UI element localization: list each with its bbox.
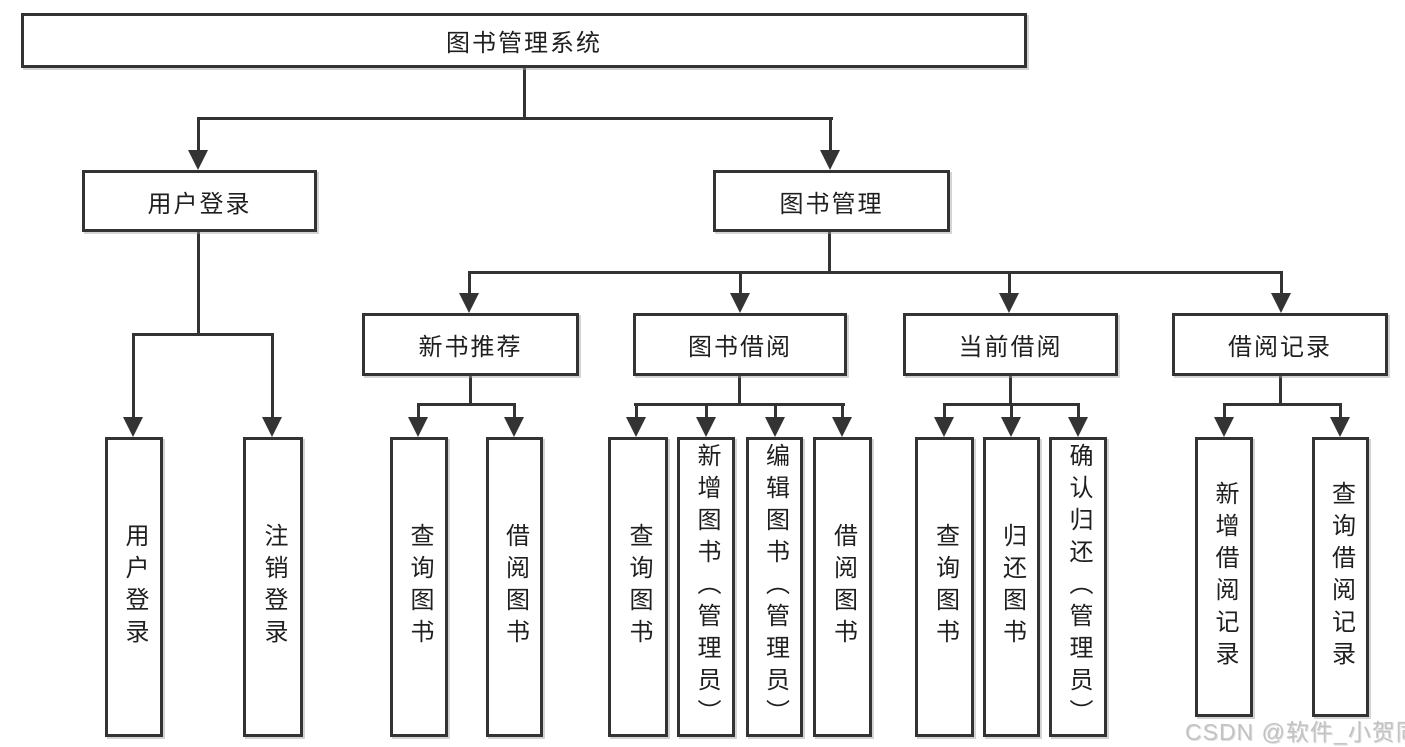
connector-branch — [634, 403, 845, 406]
connector-stem — [1279, 376, 1282, 406]
connector-stem — [1339, 403, 1342, 419]
connector-stem — [635, 403, 638, 419]
leaf-label: 借阅图书 — [829, 523, 857, 651]
connector-stem — [739, 271, 742, 295]
connector-stem — [1077, 403, 1080, 419]
connector-stem — [1009, 376, 1012, 406]
leaf-label: 新增图书（管理员） — [693, 443, 720, 731]
arrow-down-icon — [626, 417, 646, 437]
node-book-management: 图书管理 — [713, 170, 950, 232]
arrow-down-icon — [1271, 293, 1291, 313]
connector-branch — [468, 271, 1283, 274]
connector-stem — [738, 376, 741, 406]
connector-stem — [417, 403, 420, 419]
leaf-edit-books-admin: 编辑图书（管理员） — [746, 437, 803, 737]
arrow-down-icon — [730, 293, 750, 313]
node-borrow-record: 借阅记录 — [1172, 313, 1388, 376]
leaf-label: 编辑图书（管理员） — [761, 443, 789, 731]
leaf-label: 注销登录 — [260, 523, 287, 651]
connector-root-branch — [197, 117, 833, 120]
arrow-down-icon — [999, 293, 1019, 313]
connector-stem — [841, 403, 844, 419]
arrow-down-icon — [696, 417, 716, 437]
leaf-label: 查询图书 — [931, 523, 959, 651]
node-current-borrow: 当前借阅 — [903, 313, 1118, 376]
leaf-label: 借阅图书 — [501, 523, 529, 651]
arrow-down-icon — [832, 417, 852, 437]
leaf-add-borrow-record: 新增借阅记录 — [1195, 437, 1253, 717]
leaf-query-books-recommend: 查询图书 — [390, 437, 448, 737]
leaf-logout: 注销登录 — [243, 437, 303, 737]
arrow-down-icon — [1001, 417, 1021, 437]
leaf-label: 新增借阅记录 — [1211, 481, 1238, 673]
arrow-down-icon — [123, 417, 143, 437]
connector-stem — [513, 403, 516, 419]
leaf-label: 用户登录 — [121, 523, 148, 651]
arrow-down-icon — [459, 293, 479, 313]
arrow-down-icon — [262, 417, 282, 437]
connector-branch — [132, 333, 274, 336]
arrow-down-icon — [504, 417, 524, 437]
arrow-down-icon — [408, 417, 428, 437]
connector-stem — [1008, 271, 1011, 295]
connector-stem — [943, 403, 946, 419]
connector-stem — [705, 403, 708, 419]
connector-branch — [1223, 403, 1342, 406]
leaf-label: 归还图书 — [998, 523, 1026, 651]
arrow-down-icon — [188, 150, 208, 170]
connector-stem — [774, 403, 777, 419]
leaf-label: 查询图书 — [625, 523, 652, 651]
arrow-down-icon — [1214, 417, 1234, 437]
connector-stem — [1280, 271, 1283, 295]
leaf-add-books-admin: 新增图书（管理员） — [677, 437, 735, 737]
node-library-system: 图书管理系统 — [21, 13, 1027, 68]
arrow-down-icon — [1330, 417, 1350, 437]
leaf-label: 查询图书 — [406, 523, 433, 651]
leaf-label: 确认归还（管理员） — [1065, 443, 1092, 731]
connector-root-stem — [523, 68, 526, 118]
connector-stem — [197, 117, 200, 152]
leaf-confirm-return-admin: 确认归还（管理员） — [1049, 437, 1107, 737]
arrow-down-icon — [765, 417, 785, 437]
watermark: CSDN @软件_小贺同学 — [1185, 719, 1405, 745]
connector-stem — [132, 333, 135, 417]
connector-stem — [271, 333, 274, 417]
leaf-query-books-borrow: 查询图书 — [608, 437, 668, 737]
leaf-query-books-current: 查询图书 — [915, 437, 974, 737]
arrow-down-icon — [934, 417, 954, 437]
connector-stem — [829, 117, 832, 152]
connector-stem — [468, 271, 471, 295]
leaf-query-borrow-record: 查询借阅记录 — [1312, 437, 1369, 717]
leaf-user-login: 用户登录 — [105, 437, 163, 737]
connector-stem — [469, 376, 472, 406]
connector-stem — [197, 232, 200, 336]
leaf-borrow-books: 借阅图书 — [813, 437, 872, 737]
arrow-down-icon — [820, 150, 840, 170]
leaf-return-books: 归还图书 — [983, 437, 1040, 737]
leaf-label: 查询借阅记录 — [1327, 481, 1355, 673]
arrow-down-icon — [1068, 417, 1088, 437]
node-new-book-recommend: 新书推荐 — [362, 313, 579, 376]
connector-stem — [828, 232, 831, 274]
connector-stem — [1010, 403, 1013, 419]
connector-stem — [1223, 403, 1226, 419]
node-user-login: 用户登录 — [82, 170, 317, 232]
connector-branch — [417, 403, 516, 406]
node-book-borrow: 图书借阅 — [633, 313, 847, 376]
leaf-borrow-books-recommend: 借阅图书 — [486, 437, 543, 737]
